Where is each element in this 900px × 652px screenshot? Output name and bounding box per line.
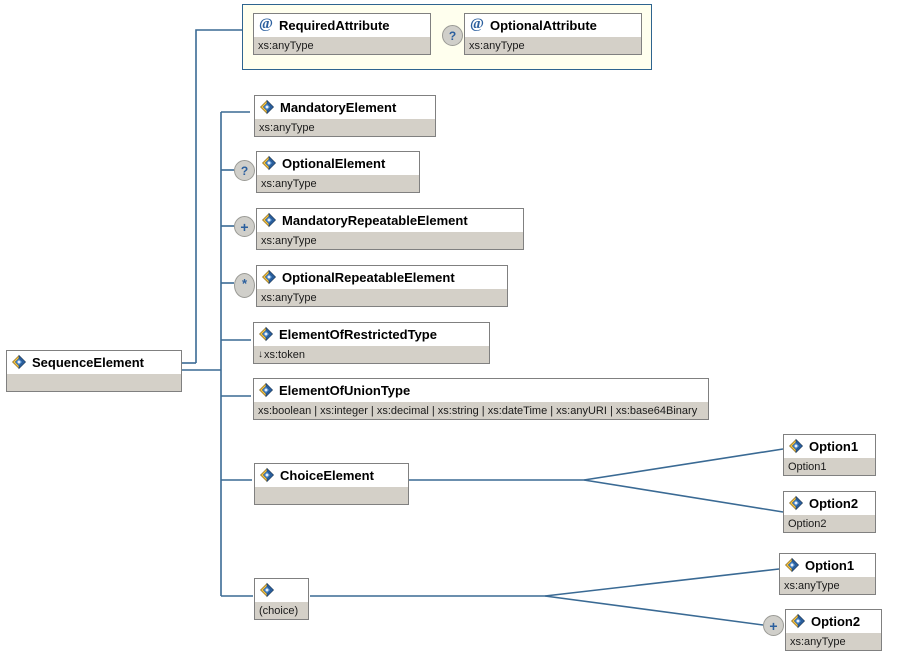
node-choice-group-option1[interactable]: Option1 xs:anyType bbox=[779, 553, 876, 595]
node-element-of-union-type[interactable]: ElementOfUnionType xs:boolean | xs:integ… bbox=[253, 378, 709, 420]
restriction-arrow-icon: ↓ bbox=[258, 349, 263, 360]
element-icon bbox=[258, 326, 274, 342]
node-label: ChoiceElement bbox=[280, 467, 374, 483]
element-icon bbox=[259, 99, 275, 115]
node-type-row: xs:anyType bbox=[257, 231, 523, 249]
node-label: ElementOfRestrictedType bbox=[279, 326, 437, 342]
attribute-icon: @ bbox=[259, 16, 273, 32]
node-header: OptionalElement bbox=[257, 152, 419, 174]
node-type: xs:anyType bbox=[261, 291, 317, 304]
node-choice-element-option1[interactable]: Option1 Option1 bbox=[783, 434, 876, 476]
element-icon bbox=[788, 438, 804, 454]
node-type-row: xs:anyType bbox=[254, 36, 430, 54]
node-optional-element[interactable]: OptionalElement xs:anyType bbox=[256, 151, 420, 193]
element-icon bbox=[784, 557, 800, 573]
node-choice-group[interactable]: (choice) bbox=[254, 578, 309, 620]
node-header: @ RequiredAttribute bbox=[254, 14, 430, 36]
node-mandatory-repeatable-element[interactable]: MandatoryRepeatableElement xs:anyType bbox=[256, 208, 524, 250]
node-type: xs:anyType bbox=[261, 177, 317, 190]
node-mandatory-element[interactable]: MandatoryElement xs:anyType bbox=[254, 95, 436, 137]
node-optional-attribute[interactable]: @ OptionalAttribute xs:anyType bbox=[464, 13, 642, 55]
node-header: Option1 bbox=[780, 554, 875, 576]
node-type-row: xs:anyType bbox=[257, 288, 507, 306]
node-header: ElementOfUnionType bbox=[254, 379, 708, 401]
element-icon bbox=[261, 155, 277, 171]
element-icon bbox=[790, 613, 806, 629]
node-header: Option2 bbox=[784, 492, 875, 514]
node-type: Option2 bbox=[788, 517, 827, 530]
node-header bbox=[255, 579, 308, 601]
node-header: Option1 bbox=[784, 435, 875, 457]
choice-group-label: (choice) bbox=[259, 604, 299, 617]
node-label: SequenceElement bbox=[32, 354, 144, 370]
node-type: Option1 bbox=[788, 460, 827, 473]
cardinality-marker-optional-repeatable-element: * bbox=[234, 273, 255, 298]
cardinality-marker-optional-attribute: ? bbox=[442, 25, 463, 46]
node-header: SequenceElement bbox=[7, 351, 181, 373]
node-type: xs:anyType bbox=[469, 39, 525, 52]
attribute-icon: @ bbox=[470, 16, 484, 32]
element-icon bbox=[261, 212, 277, 228]
node-required-attribute[interactable]: @ RequiredAttribute xs:anyType bbox=[253, 13, 431, 55]
cardinality-marker-mandatory-repeatable-element: + bbox=[234, 216, 255, 237]
node-header: ChoiceElement bbox=[255, 464, 408, 486]
node-label: OptionalElement bbox=[282, 155, 386, 171]
node-label: Option2 bbox=[811, 613, 861, 629]
element-icon bbox=[259, 582, 275, 598]
node-type: xs:anyType bbox=[258, 39, 314, 52]
element-icon bbox=[258, 382, 274, 398]
node-type: xs:anyType bbox=[259, 121, 315, 134]
element-icon bbox=[11, 354, 27, 370]
node-type: xs:anyType bbox=[790, 635, 846, 648]
node-header: MandatoryRepeatableElement bbox=[257, 209, 523, 231]
element-icon bbox=[259, 467, 275, 483]
cardinality-marker-choice-group-option2: + bbox=[763, 615, 784, 636]
node-optional-repeatable-element[interactable]: OptionalRepeatableElement xs:anyType bbox=[256, 265, 508, 307]
node-type-row: xs:anyType bbox=[257, 174, 419, 192]
node-choice-group-option2[interactable]: Option2 xs:anyType bbox=[785, 609, 882, 651]
node-type-row: xs:boolean | xs:integer | xs:decimal | x… bbox=[254, 401, 708, 419]
node-label: MandatoryElement bbox=[280, 99, 397, 115]
node-type-row: (choice) bbox=[255, 601, 308, 619]
node-type: xs:boolean | xs:integer | xs:decimal | x… bbox=[258, 404, 698, 417]
node-sequence-element[interactable]: SequenceElement bbox=[6, 350, 182, 392]
node-type-row: ↓ xs:token bbox=[254, 345, 489, 363]
node-type: xs:anyType bbox=[261, 234, 317, 247]
node-header: @ OptionalAttribute bbox=[465, 14, 641, 36]
node-header: Option2 bbox=[786, 610, 881, 632]
node-type-row: xs:anyType bbox=[786, 632, 881, 650]
node-type-row bbox=[7, 373, 181, 391]
node-label: Option1 bbox=[805, 557, 855, 573]
node-label: OptionalRepeatableElement bbox=[282, 269, 455, 285]
node-type-row: xs:anyType bbox=[255, 118, 435, 136]
node-header: OptionalRepeatableElement bbox=[257, 266, 507, 288]
node-header: MandatoryElement bbox=[255, 96, 435, 118]
node-label: OptionalAttribute bbox=[490, 17, 597, 33]
node-element-of-restricted-type[interactable]: ElementOfRestrictedType ↓ xs:token bbox=[253, 322, 490, 364]
node-type-row: xs:anyType bbox=[465, 36, 641, 54]
node-label: ElementOfUnionType bbox=[279, 382, 411, 398]
node-type: xs:anyType bbox=[784, 579, 840, 592]
element-icon bbox=[788, 495, 804, 511]
node-header: ElementOfRestrictedType bbox=[254, 323, 489, 345]
node-type-row: xs:anyType bbox=[780, 576, 875, 594]
node-label: RequiredAttribute bbox=[279, 17, 390, 33]
node-label: Option2 bbox=[809, 495, 859, 511]
node-type-row: Option2 bbox=[784, 514, 875, 532]
node-type-row: Option1 bbox=[784, 457, 875, 475]
element-icon bbox=[261, 269, 277, 285]
cardinality-marker-optional-element: ? bbox=[234, 160, 255, 181]
node-type: xs:token bbox=[264, 348, 305, 361]
node-choice-element[interactable]: ChoiceElement bbox=[254, 463, 409, 505]
node-choice-element-option2[interactable]: Option2 Option2 bbox=[783, 491, 876, 533]
node-label: Option1 bbox=[809, 438, 859, 454]
node-label: MandatoryRepeatableElement bbox=[282, 212, 468, 228]
node-type-row bbox=[255, 486, 408, 504]
